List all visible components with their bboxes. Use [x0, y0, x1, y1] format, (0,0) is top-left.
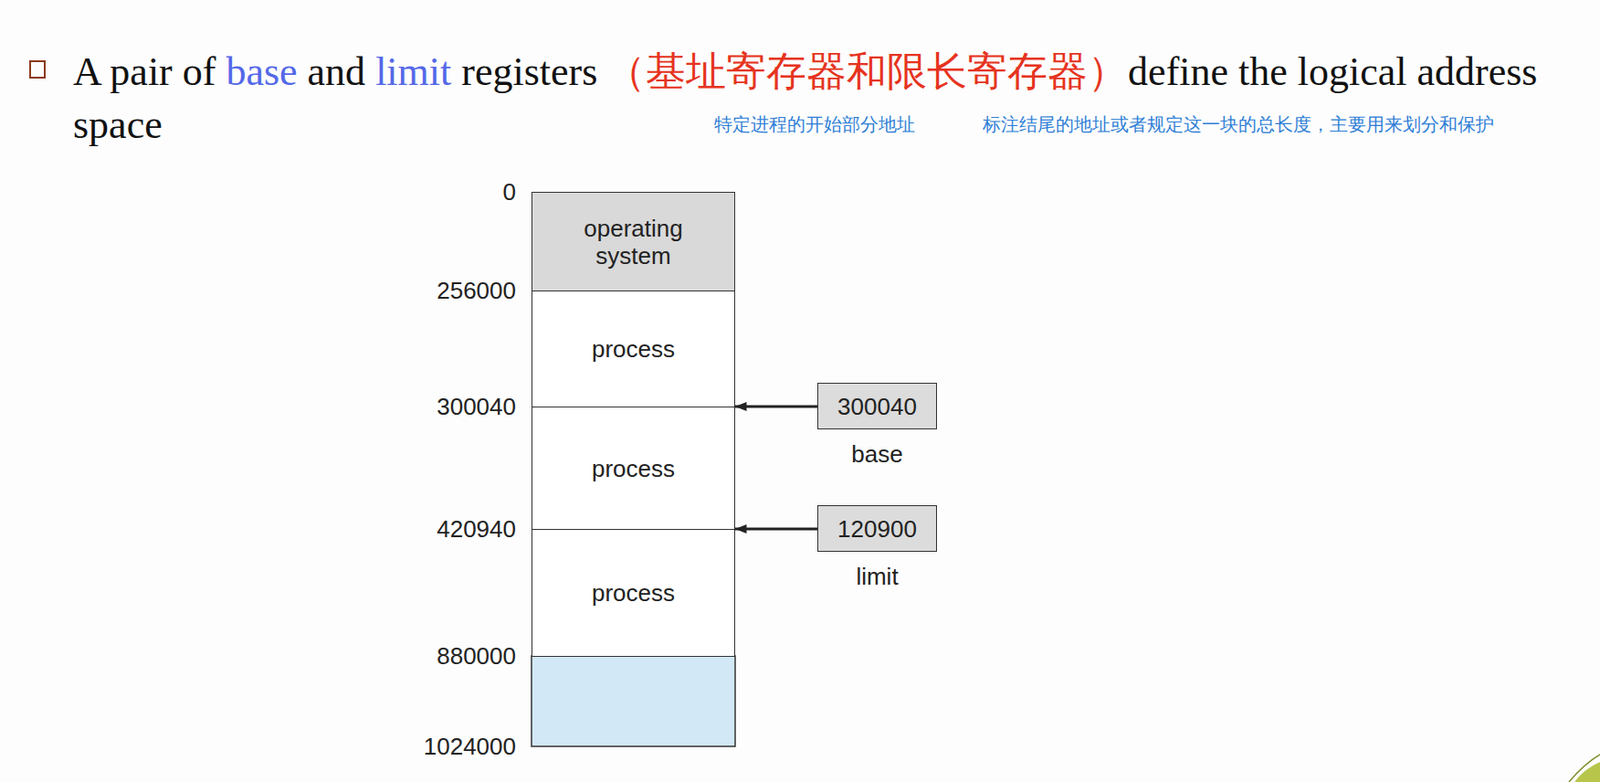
- os-region: operating system: [531, 191, 736, 292]
- free-memory-region: [531, 655, 736, 747]
- node-text: process: [591, 454, 675, 483]
- register-name: limit: [818, 562, 937, 590]
- base-register: 300040base: [817, 382, 937, 430]
- process-region: process: [531, 406, 736, 530]
- limit-register: 120900limit: [817, 505, 937, 552]
- heading-text: A pair of: [73, 49, 216, 95]
- process-region: process: [531, 528, 736, 657]
- node-text: 300040: [837, 392, 917, 421]
- node-text: process: [591, 335, 675, 363]
- heading-text: registers: [461, 49, 598, 95]
- leaf-decoration: [1566, 749, 1600, 782]
- register-pointer-arrow: [735, 527, 818, 531]
- term-text: base: [225, 49, 297, 95]
- node-text: operating system: [569, 214, 698, 270]
- node-text: 120900: [837, 515, 917, 543]
- node-text: process: [591, 578, 675, 607]
- register-name: base: [818, 440, 937, 468]
- heading-text: and: [307, 49, 367, 95]
- address-label: 1024000: [296, 731, 516, 761]
- address-label: 300040: [296, 391, 516, 422]
- annotation-note: 特定进程的开始部分地址: [714, 112, 916, 137]
- address-label: 0: [296, 177, 516, 207]
- process-region: process: [531, 290, 736, 408]
- address-label: 420940: [296, 514, 516, 544]
- heading-line: A pair ofbaseandlimitregisters（基址寄存器和限长寄…: [73, 44, 1590, 152]
- leaf-vein: [1568, 754, 1600, 782]
- bullet-square: [30, 61, 45, 78]
- address-label: 256000: [296, 275, 516, 306]
- term-text: limit: [375, 49, 452, 95]
- register-pointer-arrow: [735, 405, 818, 409]
- chinese-term: （基址寄存器和限长寄存器）: [605, 48, 1128, 94]
- annotation-note: 标注结尾的地址或者规定这一块的总长度，主要用来划分和保护: [982, 112, 1495, 137]
- address-label: 880000: [296, 641, 516, 671]
